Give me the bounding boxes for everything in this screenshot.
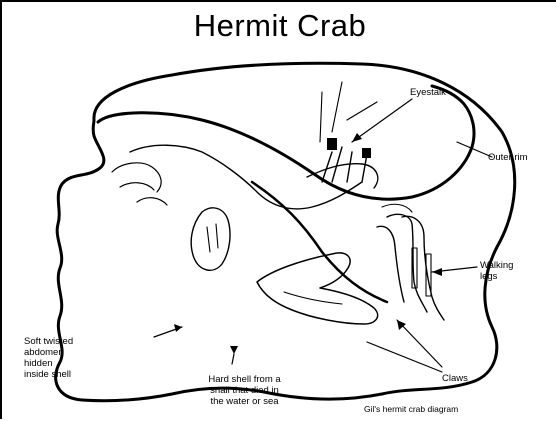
label-walking-legs-line-1: Walking bbox=[480, 260, 513, 271]
label-soft-abdomen-line-1: Soft twisted bbox=[24, 336, 73, 347]
label-walking-legs-line-2: legs bbox=[480, 271, 513, 282]
label-hard-shell: Hard shell from a snail that died in the… bbox=[182, 374, 307, 407]
shell-whorl bbox=[98, 86, 474, 199]
label-walking-legs: Walking legs bbox=[480, 260, 513, 282]
shell-aperture bbox=[252, 182, 387, 302]
label-outer-rim: Outer rim bbox=[488, 152, 528, 163]
walking-legs bbox=[387, 214, 427, 312]
label-soft-abdomen-line-3: hidden bbox=[24, 358, 73, 369]
label-soft-abdomen: Soft twisted abdomen hidden inside shell bbox=[24, 336, 73, 380]
label-credit: Gil's hermit crab diagram bbox=[364, 404, 458, 415]
label-hard-shell-line-1: Hard shell from a bbox=[182, 374, 307, 385]
label-eyestalk: Eyestalk bbox=[410, 87, 446, 98]
crab-body bbox=[130, 145, 362, 209]
label-claws: Claws bbox=[442, 373, 468, 384]
label-hard-shell-line-3: the water or sea bbox=[182, 396, 307, 407]
label-soft-abdomen-line-4: inside shell bbox=[24, 369, 73, 380]
label-pointers bbox=[154, 99, 492, 372]
small-claw bbox=[191, 208, 230, 270]
label-hard-shell-line-2: snail that died in bbox=[182, 385, 307, 396]
label-soft-abdomen-line-2: abdomen bbox=[24, 347, 73, 358]
